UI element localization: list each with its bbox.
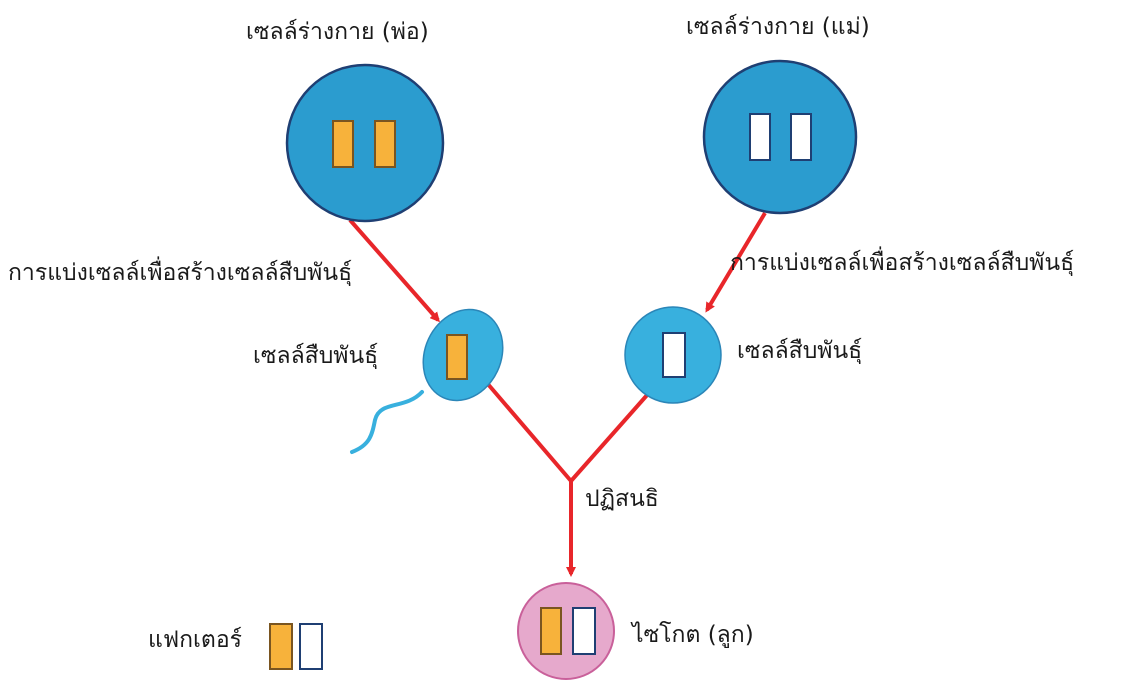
legend-factor-orange — [269, 623, 293, 670]
arrows — [348, 211, 767, 577]
sperm-cell — [350, 308, 504, 454]
zygote-cell — [517, 582, 615, 680]
factor-white-egg — [662, 332, 686, 378]
factor-orange-zygote — [540, 607, 562, 655]
arrow-mother-to-egg — [705, 211, 767, 313]
label-gamete-right: เซลล์สืบพันธุ์ — [737, 338, 863, 364]
factor-orange-sperm — [446, 334, 468, 380]
label-legend: แฟกเตอร์ — [148, 627, 242, 653]
line-egg-to-junction — [569, 392, 650, 483]
line-sperm-to-junction — [485, 381, 573, 483]
father-somatic-cell — [285, 63, 445, 223]
sperm-tail — [350, 390, 424, 454]
factor-white-zygote — [572, 607, 596, 655]
egg-cell — [624, 306, 722, 404]
label-fertilization: ปฏิสนธิ — [585, 486, 659, 512]
label-zygote: ไซโกต (ลูก) — [632, 622, 754, 648]
factor-white-1 — [749, 113, 771, 161]
label-father-somatic: เซลล์ร่างกาย (พ่อ) — [246, 19, 429, 45]
label-gamete-left: เซลล์สืบพันธุ์ — [253, 343, 379, 369]
factor-white-2 — [790, 113, 812, 161]
label-mother-somatic: เซลล์ร่างกาย (แม่) — [686, 14, 870, 40]
label-meiosis-right: การแบ่งเซลล์เพื่อสร้างเซลล์สืบพันธุ์ — [730, 250, 1075, 276]
factor-orange-2 — [374, 120, 396, 168]
factor-orange-1 — [332, 120, 354, 168]
label-meiosis-left: การแบ่งเซลล์เพื่อสร้างเซลล์สืบพันธุ์ — [8, 260, 353, 286]
legend-factor-white — [299, 623, 323, 670]
legend-factors — [269, 623, 323, 670]
mother-somatic-cell — [702, 59, 858, 215]
arrow-father-to-sperm — [348, 218, 440, 323]
